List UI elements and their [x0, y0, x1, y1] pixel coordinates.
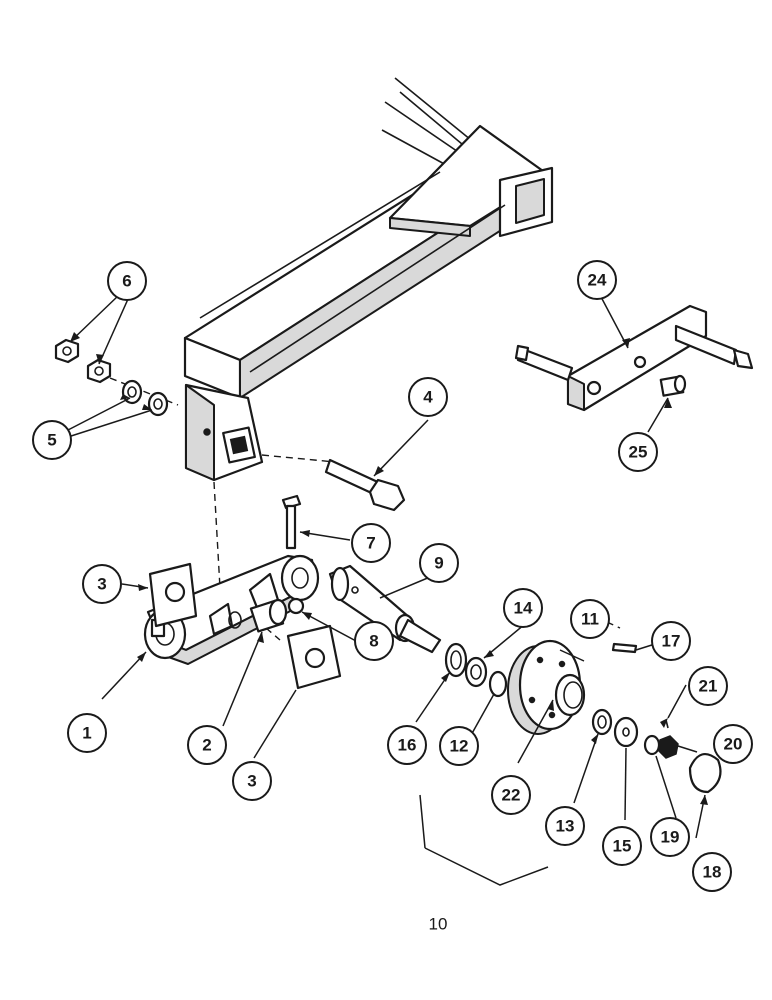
callout-6: 6	[107, 261, 147, 301]
callout-24: 24	[577, 260, 617, 300]
vertical-bolt	[281, 494, 302, 550]
svg-text:15: 15	[613, 837, 632, 856]
callout-7: 7	[351, 523, 391, 563]
callout-15: 15	[602, 826, 642, 866]
svg-text:6: 6	[122, 272, 131, 291]
pin-17	[611, 642, 638, 654]
callout-8: 8	[354, 621, 394, 661]
spindle	[328, 564, 442, 654]
washer-pair	[121, 379, 169, 417]
svg-text:9: 9	[434, 554, 443, 573]
plate-lower	[286, 624, 342, 690]
callout-11: 11	[570, 599, 610, 639]
svg-text:19: 19	[661, 828, 680, 847]
washer-15	[613, 716, 639, 748]
bushing	[249, 598, 288, 633]
callout-20: 20	[713, 724, 753, 764]
callout-9: 9	[419, 543, 459, 583]
svg-text:13: 13	[556, 817, 575, 836]
plate-upper	[148, 562, 198, 628]
callout-16: 16	[387, 725, 427, 765]
svg-text:7: 7	[366, 534, 375, 553]
callout-4: 4	[408, 377, 448, 417]
callout-25: 25	[618, 432, 658, 472]
callout-13: 13	[545, 806, 585, 846]
nut-20	[657, 735, 679, 759]
hub-11	[507, 639, 586, 735]
svg-text:16: 16	[398, 736, 417, 755]
hex-bolt	[324, 458, 406, 512]
callout-21: 21	[688, 666, 728, 706]
axle-bar	[514, 304, 754, 412]
axle-frame	[183, 77, 554, 482]
svg-text:2: 2	[202, 736, 211, 755]
svg-text:11: 11	[581, 610, 599, 629]
dust-cap-18	[688, 753, 722, 794]
svg-text:24: 24	[588, 271, 607, 290]
svg-text:5: 5	[47, 431, 56, 450]
cone-13	[591, 708, 613, 736]
bearing-14	[464, 656, 488, 688]
svg-text:25: 25	[629, 443, 648, 462]
cup-12	[488, 670, 508, 698]
svg-text:8: 8	[369, 632, 378, 651]
grease-fitting	[287, 597, 305, 615]
callout-14: 14	[503, 588, 543, 628]
callout-3-lower: 3	[232, 761, 272, 801]
svg-text:21: 21	[699, 677, 718, 696]
nut-pair	[54, 338, 112, 384]
callout-5: 5	[32, 420, 72, 460]
spacer-25	[659, 374, 687, 397]
arrowheads	[70, 332, 708, 805]
svg-text:1: 1	[82, 724, 91, 743]
callout-22: 22	[491, 775, 531, 815]
svg-text:22: 22	[502, 786, 521, 805]
svg-text:17: 17	[662, 632, 681, 651]
callout-12: 12	[439, 726, 479, 766]
svg-text:12: 12	[450, 737, 469, 756]
svg-text:18: 18	[703, 863, 722, 882]
svg-text:3: 3	[97, 575, 106, 594]
callout-17: 17	[651, 621, 691, 661]
callout-18: 18	[692, 852, 732, 892]
group-label-10: 10	[429, 915, 448, 934]
svg-text:14: 14	[514, 599, 533, 618]
svg-text:4: 4	[423, 388, 433, 407]
seal-16	[444, 642, 468, 678]
svg-text:3: 3	[247, 772, 256, 791]
washer-19	[643, 734, 661, 756]
callout-2: 2	[187, 725, 227, 765]
svg-text:20: 20	[724, 735, 743, 754]
callout-3-upper: 3	[82, 564, 122, 604]
callout-1: 1	[67, 713, 107, 753]
callout-19: 19	[650, 817, 690, 857]
